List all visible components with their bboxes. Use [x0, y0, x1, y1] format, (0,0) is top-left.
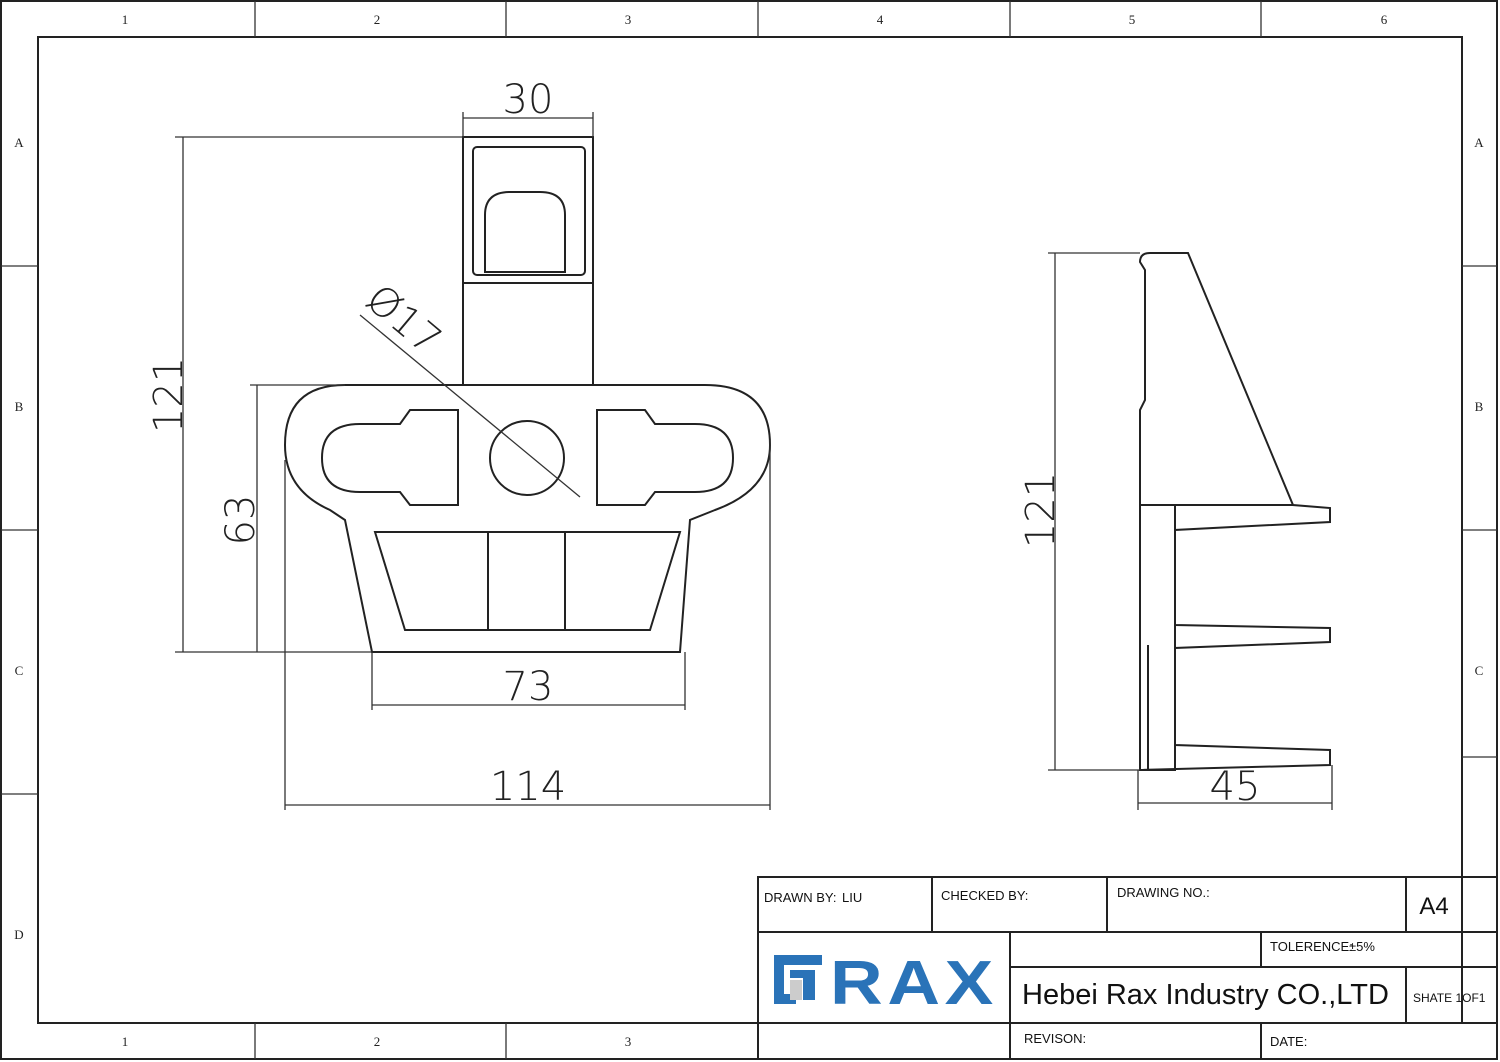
- dim-bottom-width: 73: [503, 664, 554, 710]
- column-label: 1: [122, 12, 129, 27]
- row-label: C: [1475, 663, 1484, 678]
- column-label: 3: [625, 12, 632, 27]
- checked-by-label: CHECKED BY:: [941, 888, 1028, 903]
- drawing-no-label: DRAWING NO.:: [1117, 885, 1210, 900]
- dim-side-height: 121: [1018, 472, 1064, 548]
- dim-height: 121: [146, 357, 192, 433]
- row-label: C: [15, 663, 24, 678]
- column-label: 3: [625, 1034, 632, 1049]
- sheet-number: SHATE 1OF1: [1413, 991, 1486, 1005]
- front-view-dimensions: [175, 112, 771, 810]
- column-label: 1: [122, 1034, 129, 1049]
- dim-body-height: 63: [218, 495, 264, 546]
- drawn-by-label: DRAWN BY:: [764, 890, 836, 905]
- column-label: 5: [1129, 12, 1136, 27]
- logo-text: RAX: [830, 949, 998, 1018]
- title-block: DRAWN BY: LIU CHECKED BY: DRAWING NO.: A…: [757, 876, 1498, 1060]
- tolerance-value: ±5%: [1349, 939, 1375, 954]
- column-label: 2: [374, 1034, 381, 1049]
- row-label: B: [1475, 399, 1484, 414]
- row-label: A: [1474, 135, 1484, 150]
- rax-logo: RAX: [774, 949, 998, 1018]
- column-label: 4: [877, 12, 884, 27]
- row-label: D: [14, 927, 23, 942]
- drawn-by-value: LIU: [842, 890, 862, 905]
- date-label: DATE:: [1270, 1034, 1307, 1049]
- column-label: 2: [374, 12, 381, 27]
- revision-label: REVISON:: [1024, 1031, 1086, 1046]
- side-view: [1138, 252, 1331, 772]
- paper-size: A4: [1419, 893, 1448, 920]
- side-view-dimensions: [1048, 252, 1333, 810]
- tolerance-label: TOLERENCE:: [1270, 939, 1353, 954]
- dim-total-width: 114: [490, 764, 566, 810]
- row-label: B: [15, 399, 24, 414]
- front-view: [283, 136, 772, 653]
- dim-top-width: 30: [503, 77, 554, 123]
- column-label: 6: [1381, 12, 1388, 27]
- company-name: Hebei Rax Industry CO.,LTD: [1022, 979, 1389, 1011]
- row-label: A: [14, 135, 24, 150]
- dim-side-depth: 45: [1210, 764, 1261, 810]
